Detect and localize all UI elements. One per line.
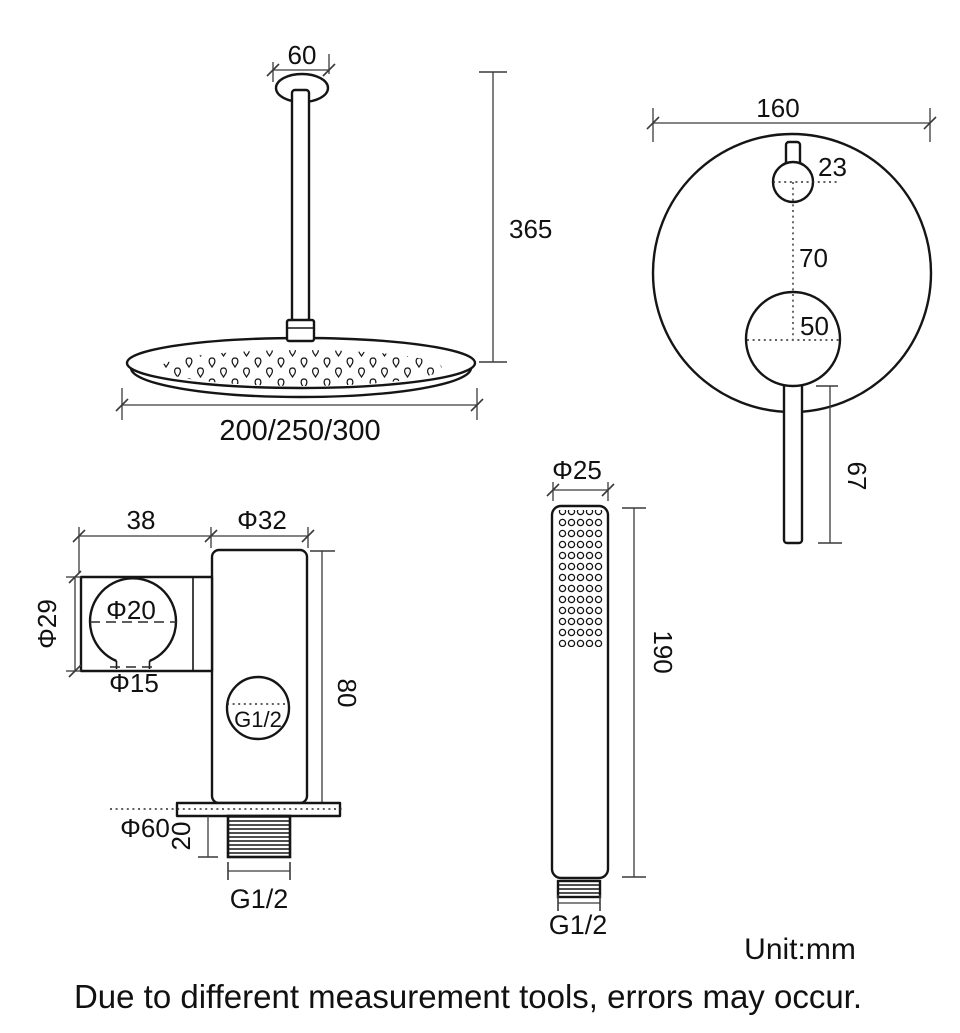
hand-shower-thread (556, 879, 602, 899)
dim-label-ring-opening: Φ15 (109, 668, 159, 698)
dim-label-lever-length: 67 (842, 462, 872, 491)
dim-label-outlet-bore: G1/2 (234, 707, 282, 732)
hand-shower-figure: Φ25 190 G1/2 (546, 455, 678, 940)
ceiling-shower-figure: 60 365 200/250/300 (115, 40, 552, 447)
dim-label-knob-to-handle: 70 (799, 243, 828, 273)
holder-ring (88, 577, 178, 663)
dim-label-thread-length: 20 (166, 822, 196, 851)
dim-label-flange-width: 60 (288, 40, 317, 70)
dim-label-hand-diameter: Φ25 (552, 455, 602, 485)
dim-label-flange-diameter: Φ60 (120, 813, 170, 843)
nozzle-droplet-field (160, 350, 442, 386)
dim-label-holder-height: Φ29 (32, 599, 62, 649)
dim-label-body-height: 80 (332, 679, 362, 708)
dim-label-diverter-diameter: 23 (818, 152, 847, 182)
mixer-lever (782, 370, 804, 545)
outlet-port-circle (225, 675, 291, 741)
shower-arm (290, 88, 311, 323)
hand-shower-nozzle-grid (558, 510, 604, 647)
inlet-thread (226, 814, 292, 859)
dim-label-ring-bore: Φ20 (106, 595, 156, 625)
dim-label-plate-diameter: 160 (756, 93, 799, 123)
dim-label-hand-thread-spec: G1/2 (549, 910, 608, 940)
unit-note: Unit:mm (744, 933, 856, 966)
arm-connector-nut (285, 318, 316, 343)
wall-bracket-figure: 38 Φ32 Φ20 Φ15 Φ29 G1/2 80 Φ60 (32, 505, 362, 914)
holder-block (79, 575, 214, 673)
dim-label-body-width: Φ32 (237, 505, 287, 535)
dim-label-hub-diameter: 50 (800, 311, 829, 341)
disclaimer-text: Due to different measurement tools, erro… (74, 978, 862, 1015)
dim-label-head-diameter: 200/250/300 (219, 415, 380, 447)
dim-label-thread-spec: G1/2 (230, 884, 289, 914)
mixer-valve-figure: 160 23 70 50 67 (646, 93, 937, 545)
dim-label-drop-height: 365 (509, 214, 552, 244)
dim-label-body-length: 190 (648, 630, 678, 673)
dim-label-holder-width: 38 (127, 505, 156, 535)
rain-head-rim (129, 367, 473, 399)
